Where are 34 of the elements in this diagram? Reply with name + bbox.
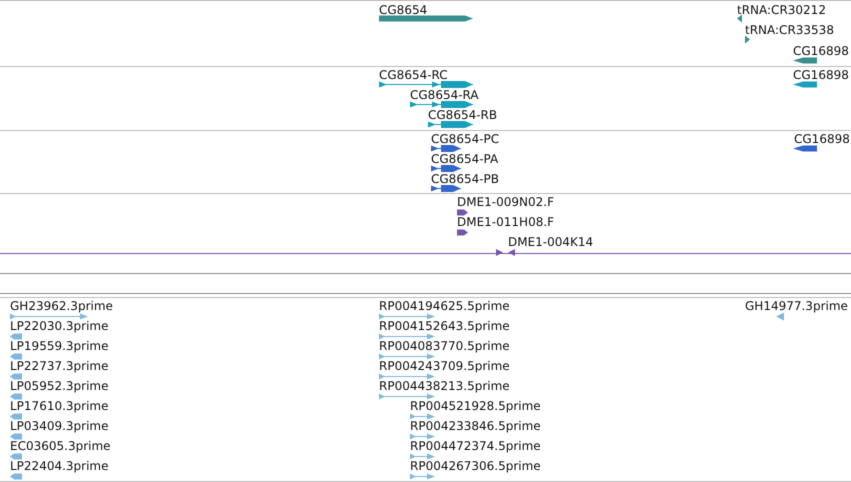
feature-label: DME1-011H08.F: [457, 215, 554, 229]
feature-label: GH14977.3prime: [745, 299, 848, 313]
feature-label: EC03605.3prime: [10, 439, 111, 453]
feature-label: RP004267306.5prime: [410, 459, 541, 473]
feature-label: RP004243709.5prime: [379, 359, 510, 373]
feature-label: DME1-009N02.F: [457, 195, 554, 209]
feature-label: LP17610.3prime: [10, 399, 109, 413]
feature-label: tRNA:CR30212: [737, 3, 826, 17]
feature-label: tRNA:CR33538: [745, 23, 834, 37]
feature-label: RP004438213.5prime: [379, 379, 510, 393]
feature-label: DME1-004K14: [508, 235, 594, 249]
feature-label: RP004083770.5prime: [379, 339, 510, 353]
feature-label: RP004521928.5prime: [410, 399, 541, 413]
feature-label: LP19559.3prime: [10, 339, 109, 353]
feature-label: CG16898: [794, 132, 850, 146]
feature-label: CG16898: [793, 44, 849, 58]
feature-label: CG8654-RA: [410, 88, 479, 102]
feature-label: CG16898: [793, 68, 849, 82]
feature-label: CG8654-RB: [428, 108, 498, 122]
feature-label: LP05952.3prime: [10, 379, 109, 393]
feature-label: CG8654: [379, 3, 428, 17]
feature-label: RP004472374.5prime: [410, 439, 541, 453]
feature-label: CG8654-RC: [379, 68, 448, 82]
feature-label: RP004152643.5prime: [379, 319, 510, 333]
feature-label: CG8654-PA: [431, 152, 498, 166]
feature-label: CG8654-PB: [431, 172, 500, 186]
feature-label: RP004194625.5prime: [379, 299, 510, 313]
feature-label: RP004233846.5prime: [410, 419, 541, 433]
feature-label: CG8654-PC: [431, 132, 500, 146]
feature-label: GH23962.3prime: [10, 299, 113, 313]
feature-label: LP22737.3prime: [10, 359, 109, 373]
feature-label: LP22404.3prime: [10, 459, 109, 473]
feature-label: LP03409.3prime: [10, 419, 109, 433]
feature-label: LP22030.3prime: [10, 319, 109, 333]
